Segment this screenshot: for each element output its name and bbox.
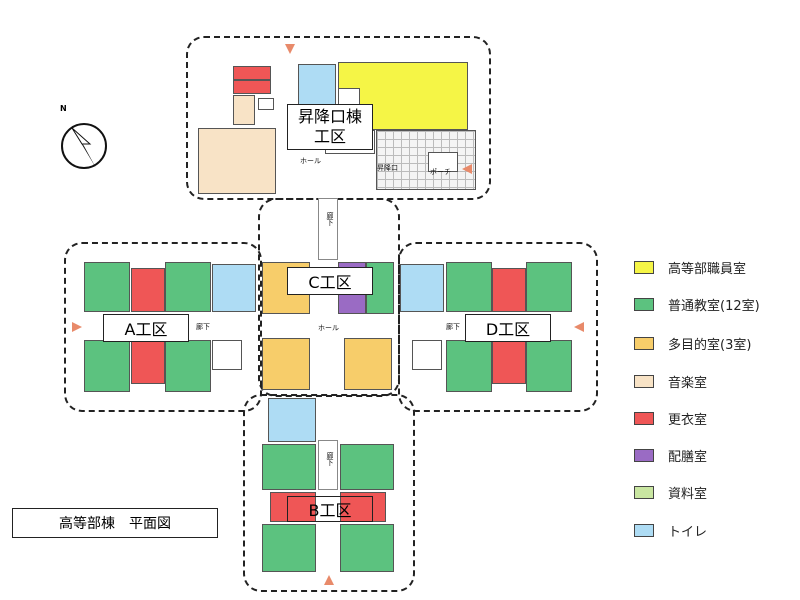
entrance-hall-label: ホール bbox=[300, 157, 321, 165]
compass-north-letter: N bbox=[60, 104, 67, 113]
legend-swatch-staff bbox=[634, 260, 654, 274]
entrance-zone-label: 昇降口棟 工区 bbox=[287, 104, 373, 150]
compass: N bbox=[56, 104, 116, 174]
legend-label-music: 音楽室 bbox=[668, 375, 708, 391]
legend-item-serving: 配膳室 bbox=[634, 446, 708, 465]
legend-item-classroom: 普通教室(12室) bbox=[634, 295, 760, 314]
zone-b-locker-left bbox=[270, 492, 316, 522]
zone-a-classroom-2 bbox=[165, 262, 211, 312]
legend-item-materials: 資料室 bbox=[634, 483, 708, 502]
zone-a-classroom-3 bbox=[84, 340, 130, 392]
zone-d-small-room bbox=[412, 340, 442, 370]
central-cross-corridor-h bbox=[210, 314, 464, 340]
zone-b-classroom-3 bbox=[262, 524, 316, 572]
zone-d-label: D工区 bbox=[465, 314, 551, 342]
zone-c-corridor bbox=[318, 198, 338, 260]
zone-a-outline bbox=[64, 242, 262, 412]
zone-d-classroom-2 bbox=[526, 262, 572, 312]
legend-label-materials: 資料室 bbox=[668, 486, 708, 502]
zone-b-label: B工区 bbox=[287, 496, 373, 522]
legend-label-multi: 多目的室(3室) bbox=[668, 337, 752, 353]
zone-a-toilet bbox=[212, 264, 256, 312]
legend-item-toilet: トイレ bbox=[634, 521, 708, 540]
entrance-shoe-area bbox=[376, 130, 476, 190]
zone-a-label: A工区 bbox=[103, 314, 189, 342]
entrance-room-music-prep bbox=[233, 95, 255, 125]
zone-a-small-room bbox=[212, 340, 242, 370]
legend-swatch-classroom bbox=[634, 297, 654, 311]
zone-b-toilet bbox=[268, 398, 316, 442]
entrance-small-room bbox=[258, 98, 274, 110]
entrance-entrance-label: 昇降口 bbox=[377, 164, 398, 172]
legend-label-classroom: 普通教室(12室) bbox=[668, 298, 760, 314]
zone-b-corridor-label: 廊下 bbox=[326, 452, 334, 466]
zone-c-corridor-label: 廊下 bbox=[326, 212, 334, 226]
entrance-zone-label-line2: 工区 bbox=[313, 127, 346, 146]
zone-d-classroom-1 bbox=[446, 262, 492, 312]
entrance-locker-room-2 bbox=[233, 80, 271, 94]
zone-c-hall-label: ホール bbox=[318, 324, 339, 332]
zone-d-corridor-label: 廊下 bbox=[446, 323, 460, 331]
entrance-porch-room bbox=[428, 152, 458, 172]
zone-d-locker-bottom bbox=[492, 340, 526, 384]
zone-b-arrow-bottom bbox=[324, 575, 334, 585]
legend-swatch-music bbox=[634, 374, 654, 388]
entrance-zone-label-line1: 昇降口棟 bbox=[297, 107, 362, 126]
zone-a-locker-bottom bbox=[131, 340, 165, 384]
legend-label-staff: 高等部職員室 bbox=[668, 261, 747, 277]
zone-d-toilet bbox=[400, 264, 444, 312]
compass-icon bbox=[61, 123, 107, 169]
legend-swatch-serving bbox=[634, 448, 654, 462]
legend-swatch-materials bbox=[634, 485, 654, 499]
zone-b-classroom-1 bbox=[262, 444, 316, 490]
zone-d-locker-top bbox=[492, 268, 526, 312]
entrance-toilet bbox=[298, 64, 336, 106]
entrance-arrow-top bbox=[285, 44, 295, 54]
legend-item-music: 音楽室 bbox=[634, 372, 708, 391]
entrance-arrow-right bbox=[462, 164, 472, 174]
zone-a-locker-top bbox=[131, 268, 165, 312]
zone-b-classroom-2 bbox=[340, 444, 394, 490]
zone-a-corridor-label: 廊下 bbox=[196, 323, 210, 331]
legend-label-locker: 更衣室 bbox=[668, 412, 708, 428]
legend-swatch-multi bbox=[634, 336, 654, 350]
legend-swatch-toilet bbox=[634, 523, 654, 537]
legend-item-staff: 高等部職員室 bbox=[634, 258, 747, 277]
entrance-music-room bbox=[198, 128, 276, 194]
zone-a-classroom-1 bbox=[84, 262, 130, 312]
zone-a-arrow-left bbox=[72, 322, 82, 332]
legend-item-locker: 更衣室 bbox=[634, 409, 708, 428]
title-box: 高等部棟 平面図 bbox=[12, 508, 218, 538]
legend-label-serving: 配膳室 bbox=[668, 449, 708, 465]
zone-d-classroom-3 bbox=[446, 340, 492, 392]
title-text: 高等部棟 平面図 bbox=[59, 516, 171, 532]
zone-c-multi-room-2 bbox=[262, 338, 310, 390]
legend-label-toilet: トイレ bbox=[668, 524, 708, 540]
zone-d-classroom-4 bbox=[526, 340, 572, 392]
entrance-porch-label: ポーチ bbox=[430, 168, 451, 176]
zone-a-classroom-4 bbox=[165, 340, 211, 392]
zone-d-outline bbox=[398, 242, 598, 412]
zone-b-classroom-4 bbox=[340, 524, 394, 572]
legend-swatch-locker bbox=[634, 411, 654, 425]
zone-d-arrow-right bbox=[574, 322, 584, 332]
zone-c-label: C工区 bbox=[287, 267, 373, 295]
zone-c-multi-room-3 bbox=[344, 338, 392, 390]
legend-item-multi: 多目的室(3室) bbox=[634, 334, 752, 353]
zone-b-corridor bbox=[318, 440, 338, 490]
entrance-locker-room-1 bbox=[233, 66, 271, 80]
zone-b-outline bbox=[243, 394, 415, 592]
